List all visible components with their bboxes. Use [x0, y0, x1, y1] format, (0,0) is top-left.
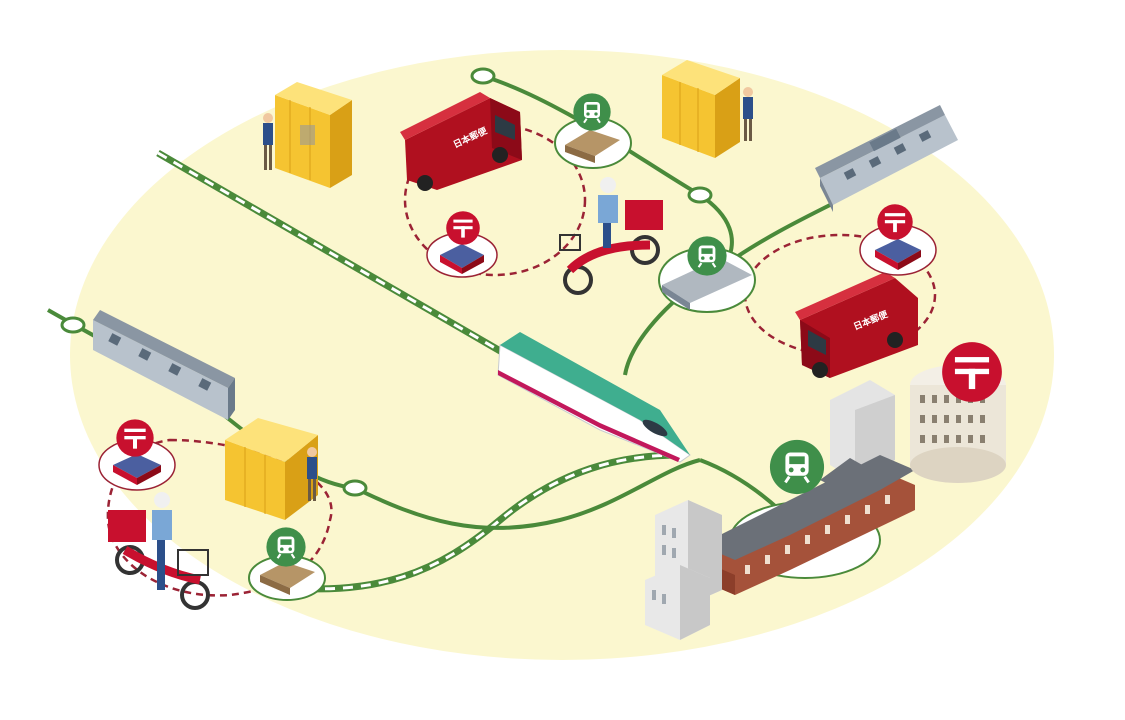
post-headquarters: [910, 342, 1006, 483]
post-van-top: 日本郵便: [400, 92, 522, 191]
shinkansen-train: [497, 332, 691, 463]
track-nodes: [60, 67, 713, 497]
central-terminal: [700, 380, 915, 595]
commuter-train-top-right: [815, 105, 958, 212]
parcel-locker-top-left: [263, 82, 352, 188]
office-buildings: [645, 500, 722, 640]
station-top: [554, 92, 632, 169]
post-office-left: [98, 419, 176, 491]
parcel-locker-bottom-left: [225, 418, 318, 520]
commuter-train-left: [93, 310, 235, 420]
station-center: [658, 235, 756, 313]
parcel-locker-top-right: [662, 60, 753, 158]
station-bottom-left: [248, 526, 326, 601]
courier-scooter-left: [108, 492, 210, 610]
post-office-right: [859, 204, 937, 276]
post-van-right: 日本郵便: [795, 272, 918, 378]
post-office-top: [426, 211, 498, 278]
courier-scooter-top: [559, 177, 663, 295]
